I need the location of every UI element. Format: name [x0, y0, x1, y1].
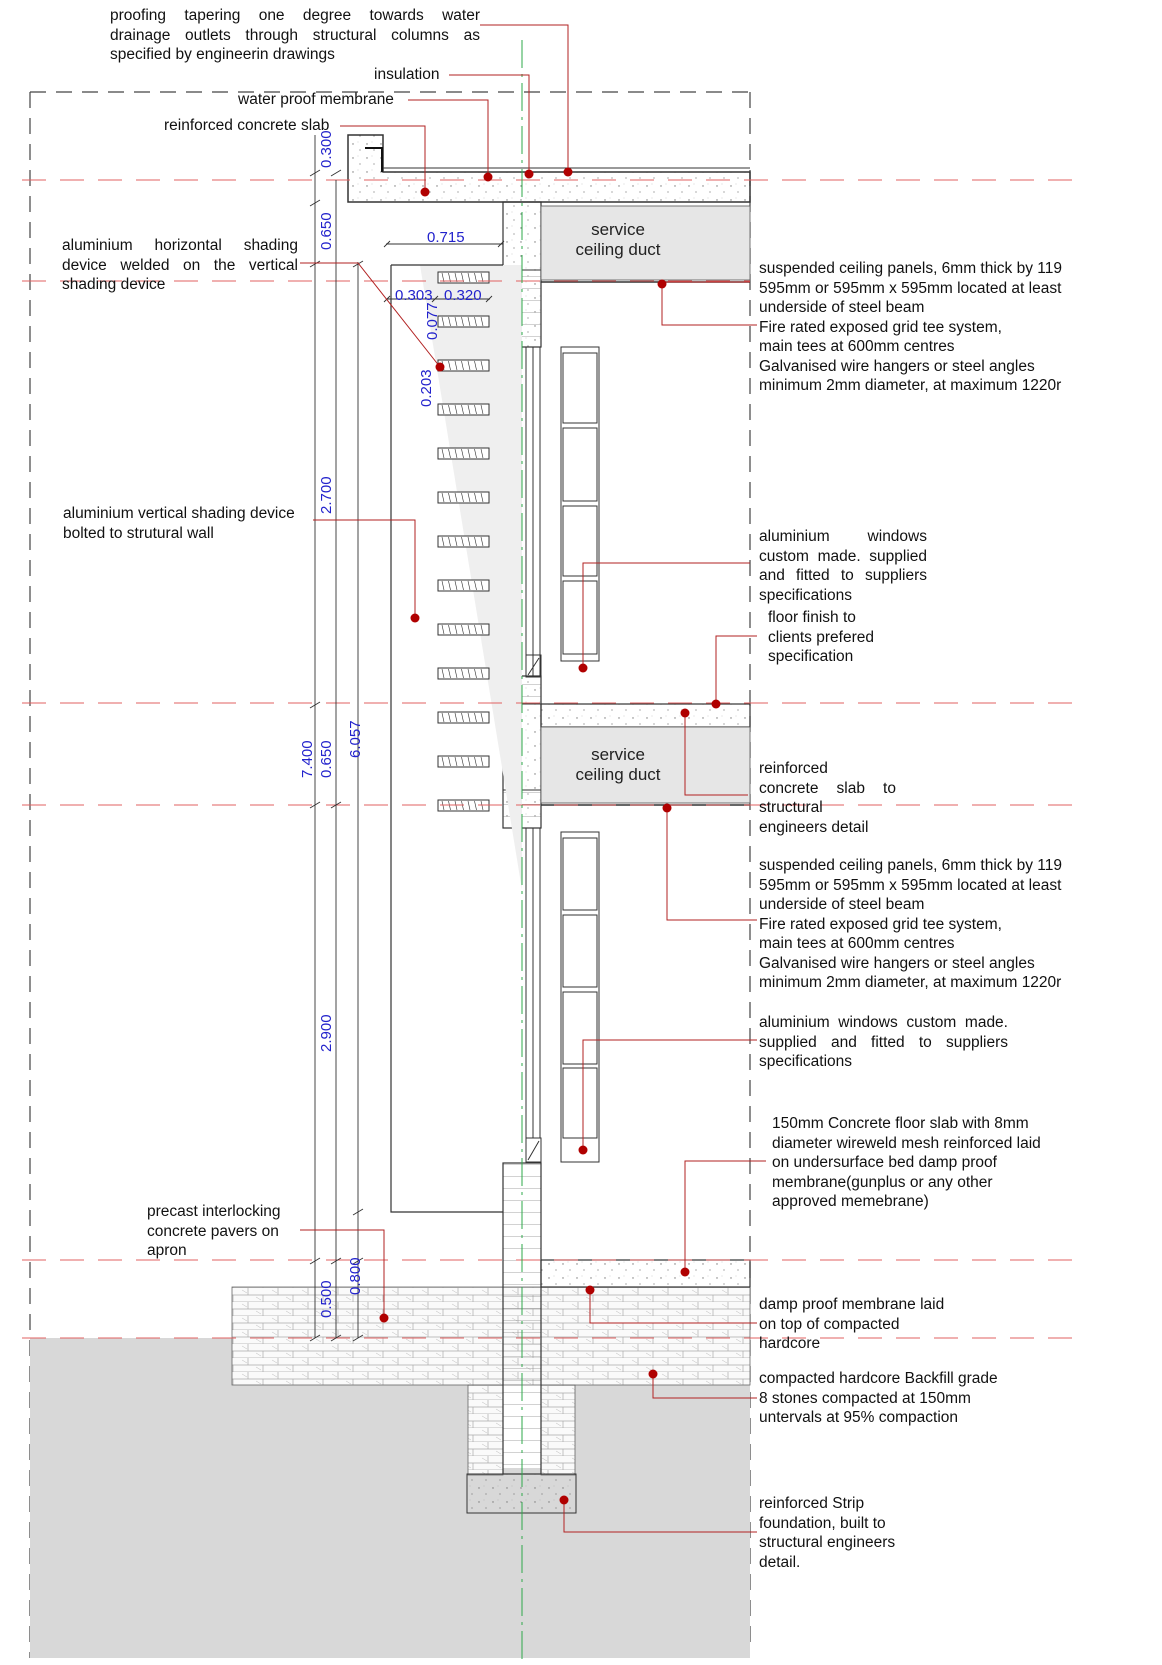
hardcore-note: compacted hardcore Backfill grade 8 ston… — [759, 1370, 998, 1426]
louvre-fin — [437, 491, 490, 504]
leader-dots — [379, 167, 721, 1505]
louvre-fin — [437, 667, 490, 680]
louvre-fin — [437, 755, 490, 768]
service-duct-upper-label: service ceiling duct — [575, 220, 661, 259]
dim-0303: 0.303 — [395, 287, 433, 304]
ceiling-upper-note: suspended ceiling panels, 6mm thick by 1… — [759, 260, 1062, 394]
dim-0500: 0.500 — [318, 1280, 335, 1318]
dim-0800: 0.800 — [347, 1257, 364, 1295]
hardcore-fill — [231, 1286, 751, 1386]
dim-0300: 0.300 — [318, 130, 335, 168]
louvre-fin — [437, 271, 490, 284]
louvre-fin — [437, 447, 490, 460]
dimension-text: 0.300 0.650 2.700 0.650 2.900 0.500 0.80… — [299, 130, 482, 1318]
ground-floor-slab — [540, 1259, 751, 1288]
window-lower — [525, 827, 600, 1163]
louvre-fin — [437, 579, 490, 592]
windows-lower-note: aluminium windows custom made. supplied … — [759, 1014, 1008, 1070]
dim-0650-upper: 0.650 — [318, 212, 335, 250]
leader-lines — [300, 24, 766, 1533]
service-duct-lower-label: service ceiling duct — [575, 745, 661, 784]
dim-0077: 0.077 — [424, 302, 441, 340]
precast-pavers-note: precast interlocking concrete pavers on … — [147, 1203, 281, 1259]
louvre-fin — [437, 623, 490, 636]
horizontal-louvres — [437, 271, 490, 812]
strip-foundation-note: reinforced Strip foundation, built to st… — [759, 1495, 896, 1571]
insulation-label: insulation — [374, 66, 440, 83]
water-proof-membrane-label: water proof membrane — [238, 91, 394, 108]
dim-0650-lower: 0.650 — [318, 740, 335, 778]
dim-6057: 6.057 — [347, 720, 364, 758]
dimension-lines — [309, 135, 505, 1342]
ground-fill — [30, 1338, 750, 1658]
dim-7400: 7.400 — [299, 740, 316, 778]
window-upper — [525, 346, 600, 678]
floor-slab-150-note: 150mm Concrete floor slab with 8mm diame… — [772, 1115, 1041, 1210]
dpm-note: damp proof membrane laid on top of compa… — [759, 1296, 945, 1352]
horizontal-shading-note: aluminium horizontal shading device weld… — [62, 237, 298, 293]
dim-0715: 0.715 — [427, 229, 465, 246]
level-lines — [22, 179, 1080, 1339]
ceiling-lower-note: suspended ceiling panels, 6mm thick by 1… — [759, 857, 1062, 991]
roof-proofing-note: proofing tapering one degree towards wat… — [110, 7, 480, 63]
dim-2900: 2.900 — [318, 1014, 335, 1052]
vertical-shading-frame — [390, 264, 503, 1213]
reinforced-concrete-slab-label: reinforced concrete slab — [164, 117, 330, 134]
rc-slab-detail-note: reinforced concrete slab to structural e… — [759, 760, 896, 836]
louvre-fin — [437, 315, 490, 328]
floor-finish-note: floor finish to clients prefered specifi… — [768, 609, 874, 665]
louvre-fin — [437, 711, 490, 724]
windows-upper-note: aluminium windows custom made. supplied … — [759, 528, 927, 604]
service-duct-upper — [540, 205, 751, 281]
louvre-fin — [437, 403, 490, 416]
dim-0320: 0.320 — [444, 287, 482, 304]
louvre-fin — [437, 535, 490, 548]
dim-0203: 0.203 — [418, 369, 435, 407]
service-duct-lower — [540, 726, 751, 804]
vertical-shading-note: aluminium vertical shading device bolted… — [63, 505, 295, 542]
dim-2700: 2.700 — [318, 476, 335, 514]
